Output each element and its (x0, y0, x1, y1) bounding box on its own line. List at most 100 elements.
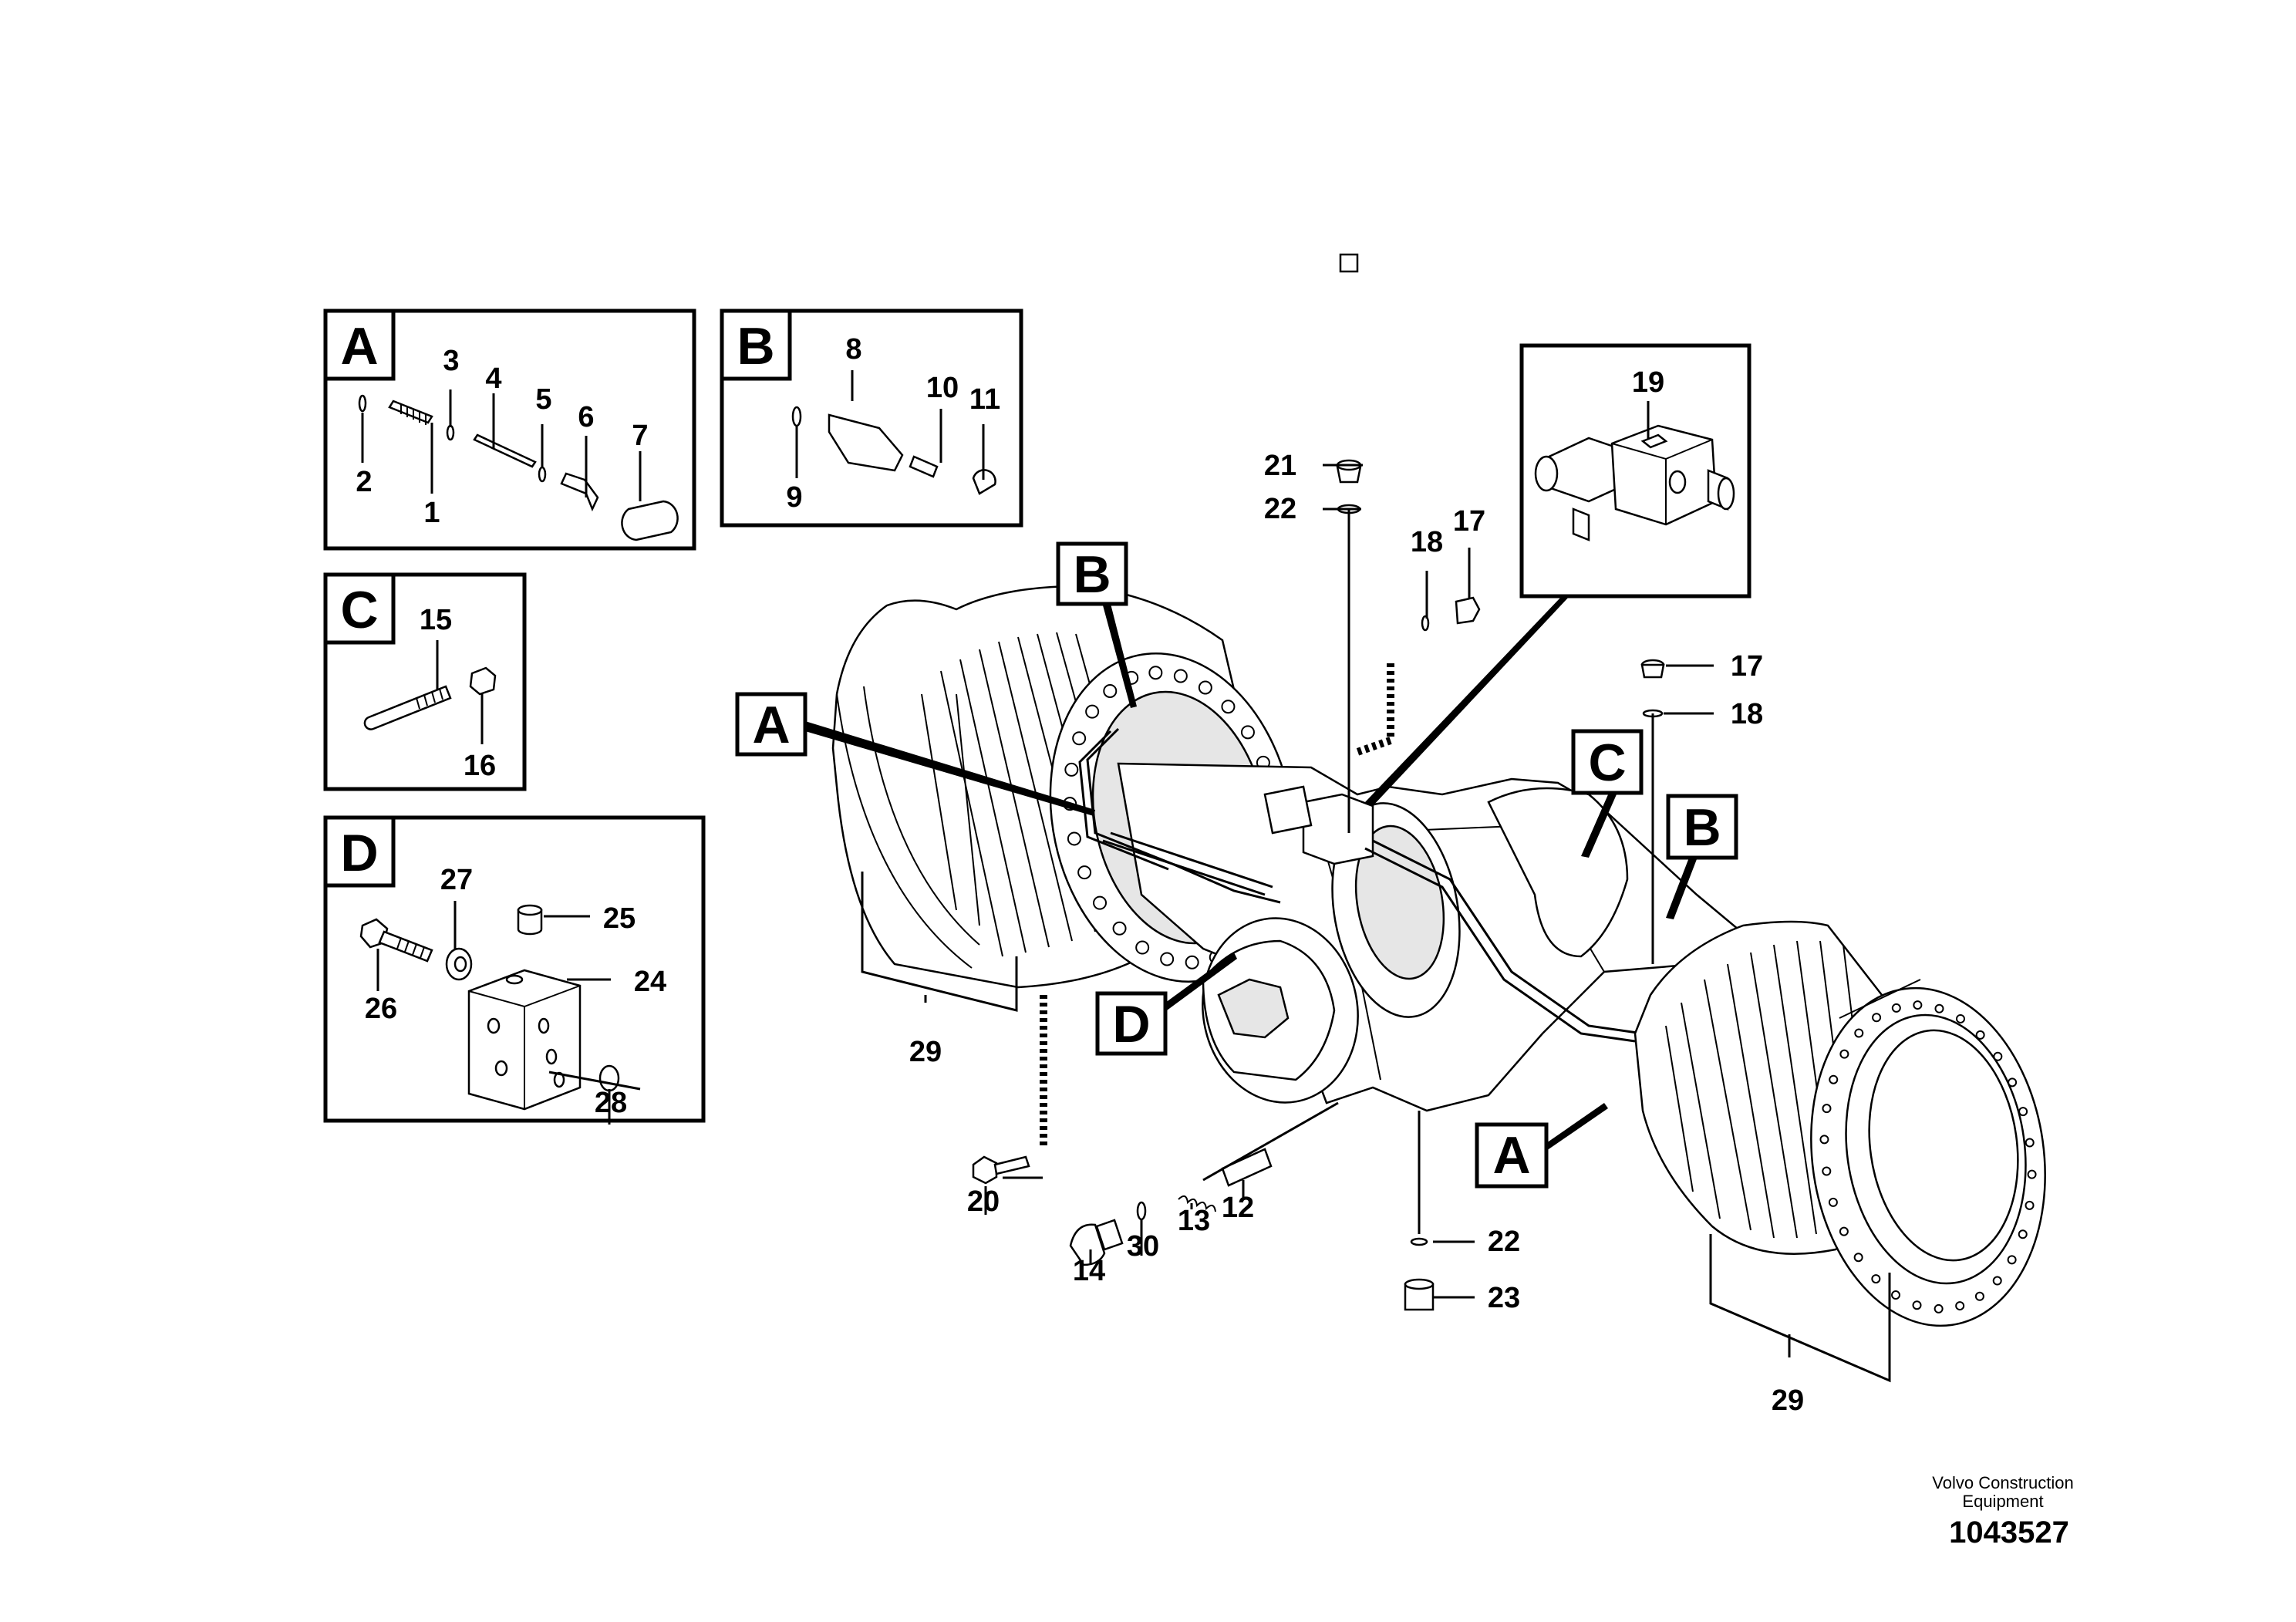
part-number: 1 (423, 497, 440, 529)
bolt-hole (1072, 731, 1087, 746)
callout-letter: A (1492, 1126, 1530, 1185)
detail-letter: D (340, 824, 378, 882)
part-number: 30 (1127, 1230, 1159, 1263)
part-number: 3 (443, 345, 459, 377)
bolt-hole (1829, 1074, 1839, 1084)
part-number: 18 (1411, 526, 1443, 558)
brand-line-1: Volvo Construction (1932, 1473, 2073, 1492)
part-number: 17 (1731, 650, 1763, 683)
detail-letter: A (340, 317, 378, 376)
part-number: 17 (1453, 505, 1485, 538)
bolt-hole (1891, 1003, 1901, 1013)
bolt-hole (1912, 1300, 1922, 1310)
bolt-hole (1993, 1051, 2003, 1061)
part-number: 21 (1264, 450, 1296, 482)
bolt-hole (2007, 1255, 2017, 1265)
part-number: 28 (595, 1087, 627, 1119)
part-number: 20 (967, 1185, 1000, 1218)
bolt-hole (1975, 1030, 1985, 1040)
main-callout-d: D (1095, 953, 1237, 1056)
bolt-hole (1103, 683, 1118, 698)
part-number: 16 (464, 750, 496, 782)
part-number: 29 (909, 1036, 942, 1068)
part-number: 25 (603, 902, 636, 935)
bolt-hole (1934, 1303, 1944, 1313)
bolt-hole (2018, 1229, 2028, 1239)
part-number: 11 (969, 383, 1000, 416)
part-number: 6 (578, 401, 594, 433)
bolt-hole (1822, 1166, 1832, 1176)
detail-box-d: D 27 25 24 26 28 (323, 815, 706, 1125)
part-number: 18 (1731, 698, 1763, 730)
part-number: 5 (535, 383, 551, 416)
bolt-hole (1221, 700, 1236, 714)
detail-box-b: B 8 9 10 11 (720, 309, 1023, 528)
bolt-hole (1822, 1104, 1832, 1114)
bolt-hole (2018, 1107, 2028, 1117)
bolt-hole (1955, 1301, 1965, 1311)
detail-box-valve: 19 (1519, 343, 1752, 599)
detail-letter: B (737, 317, 774, 376)
brand-line-2: Equipment (1962, 1492, 2043, 1511)
bolt-hole (1093, 895, 1108, 910)
part-number: 19 (1632, 366, 1664, 399)
part-number: 27 (440, 864, 473, 896)
bolt-hole (2008, 1077, 2018, 1088)
part-number: 24 (634, 966, 666, 998)
detail-letter: C (340, 581, 378, 639)
bolt-hole (1067, 831, 1081, 846)
bolt-hole (1064, 762, 1079, 777)
bolt-hole (1185, 955, 1199, 969)
detail-box-a: A 2 1 3 4 5 6 7 (323, 309, 696, 551)
bolt-hole (1934, 1003, 1944, 1013)
callout-letter: B (1073, 545, 1111, 604)
callout-letter: C (1588, 733, 1626, 792)
main-callout-a-right: A (1475, 1103, 1608, 1189)
bolt-hole (1891, 1290, 1901, 1300)
part-number: 14 (1073, 1255, 1105, 1287)
flange-bolts (1819, 1000, 2037, 1313)
bolt-hole (1085, 704, 1100, 719)
bolt-hole (1992, 1276, 2002, 1286)
part-number: 23 (1488, 1282, 1520, 1314)
part-number: 4 (485, 363, 501, 395)
bolt-hole (1112, 921, 1127, 936)
part-number: 26 (365, 993, 397, 1025)
bolt-hole (1955, 1013, 1965, 1023)
part-number: 9 (786, 481, 802, 514)
bolt-hole (1872, 1013, 1882, 1023)
bolt-hole (1198, 680, 1212, 695)
callout-letter: D (1112, 995, 1150, 1054)
bolt-hole (2027, 1169, 2037, 1179)
part-number: 2 (356, 466, 372, 498)
main-callout-c: C (1571, 729, 1644, 858)
axle-assembly: B A C B D A 21 (735, 253, 2046, 1417)
bolt-hole (1240, 725, 1255, 740)
bolt-hole (1839, 1049, 1849, 1059)
bolt-hole (1839, 1226, 1849, 1236)
bolt-hole (1173, 669, 1188, 683)
bolt-hole (1135, 940, 1150, 955)
part-number: 12 (1222, 1192, 1254, 1224)
part-number: 15 (420, 604, 452, 636)
bolt-hole (1819, 1135, 1829, 1145)
part-number: 13 (1178, 1205, 1210, 1237)
bolt-hole (2025, 1138, 2035, 1148)
bolt-hole (1974, 1291, 1984, 1301)
main-callout-b-right: B (1666, 794, 1738, 919)
part-number: 7 (632, 420, 648, 452)
callout-letter: A (752, 696, 790, 754)
bolt-hole (1828, 1197, 1838, 1207)
bolt-hole (1148, 666, 1163, 680)
part-number: 29 (1772, 1384, 1804, 1417)
bolt-hole (1871, 1274, 1881, 1284)
bolt-hole (1160, 952, 1175, 966)
main-callout-a-left: A (735, 692, 1095, 816)
bolt-hole (1913, 1000, 1923, 1010)
footer: Volvo Construction Equipment 1043527 (1932, 1473, 2073, 1549)
detail-box-c: C 15 16 (323, 572, 527, 791)
part-number: 10 (926, 372, 959, 404)
main-callout-b-left: B (1056, 541, 1137, 708)
